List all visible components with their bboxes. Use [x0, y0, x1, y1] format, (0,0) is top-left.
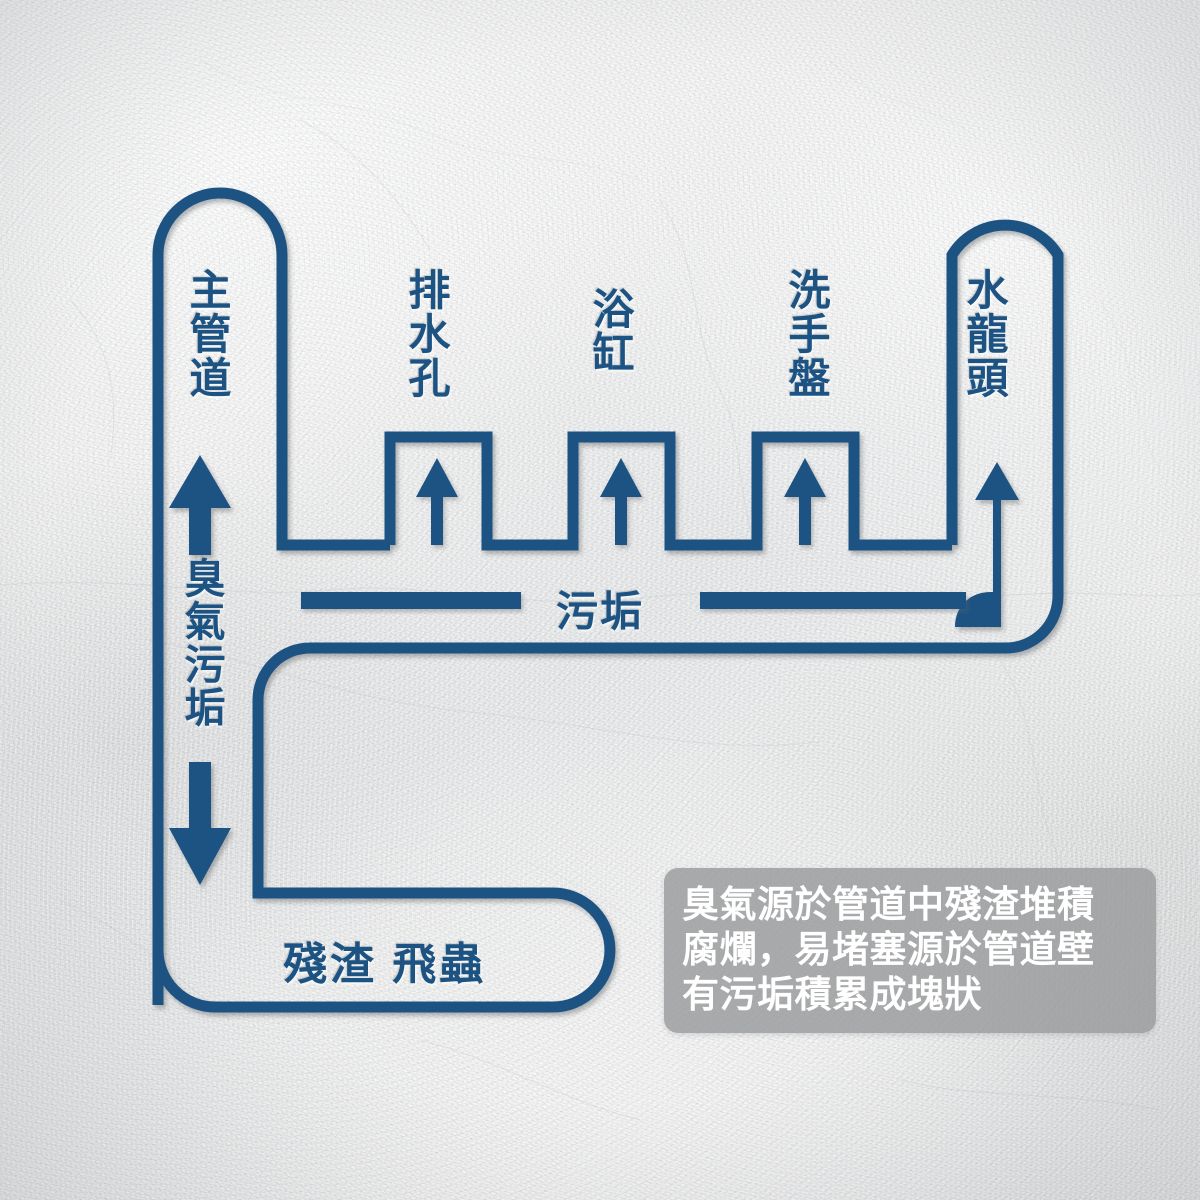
grime-bars [301, 592, 966, 609]
label-wash-basin: 洗手盤 [783, 268, 830, 400]
return-loop-pipe [152, 700, 616, 1013]
label-residue-bugs: 殘渣 飛蟲 [283, 940, 487, 989]
wash-basin-arrow [784, 458, 826, 545]
note-line-2: 腐爛，易堵塞源於管道壁 [682, 929, 1095, 971]
faucet-arrow [955, 462, 1019, 627]
label-faucet: 水龍頭 [961, 268, 1008, 400]
label-drain-hole: 排水孔 [403, 268, 450, 400]
main-pipe-up-arrow [169, 455, 231, 555]
explanation-note-box: 臭氣源於管道中殘渣堆積 腐爛，易堵塞源於管道壁 有污垢積累成塊狀 [664, 868, 1156, 1034]
main-pipe-outline [152, 187, 390, 1005]
label-grime: 污垢 [556, 588, 645, 635]
note-line-3: 有污垢積累成塊狀 [682, 974, 982, 1016]
main-pipe-down-arrow [169, 762, 231, 885]
label-main-pipe: 主管道 [184, 268, 231, 400]
label-bathtub: 浴缸 [587, 287, 634, 375]
bathtub-arrow [600, 458, 642, 545]
note-line-1: 臭氣源於管道中殘渣堆積 [682, 884, 1095, 925]
label-odor-grime: 臭氣污垢 [178, 557, 224, 729]
faucet-riser-outline [252, 219, 1064, 701]
drain-hole-arrow [416, 458, 458, 545]
branch-pipe-squarewave [384, 431, 952, 551]
